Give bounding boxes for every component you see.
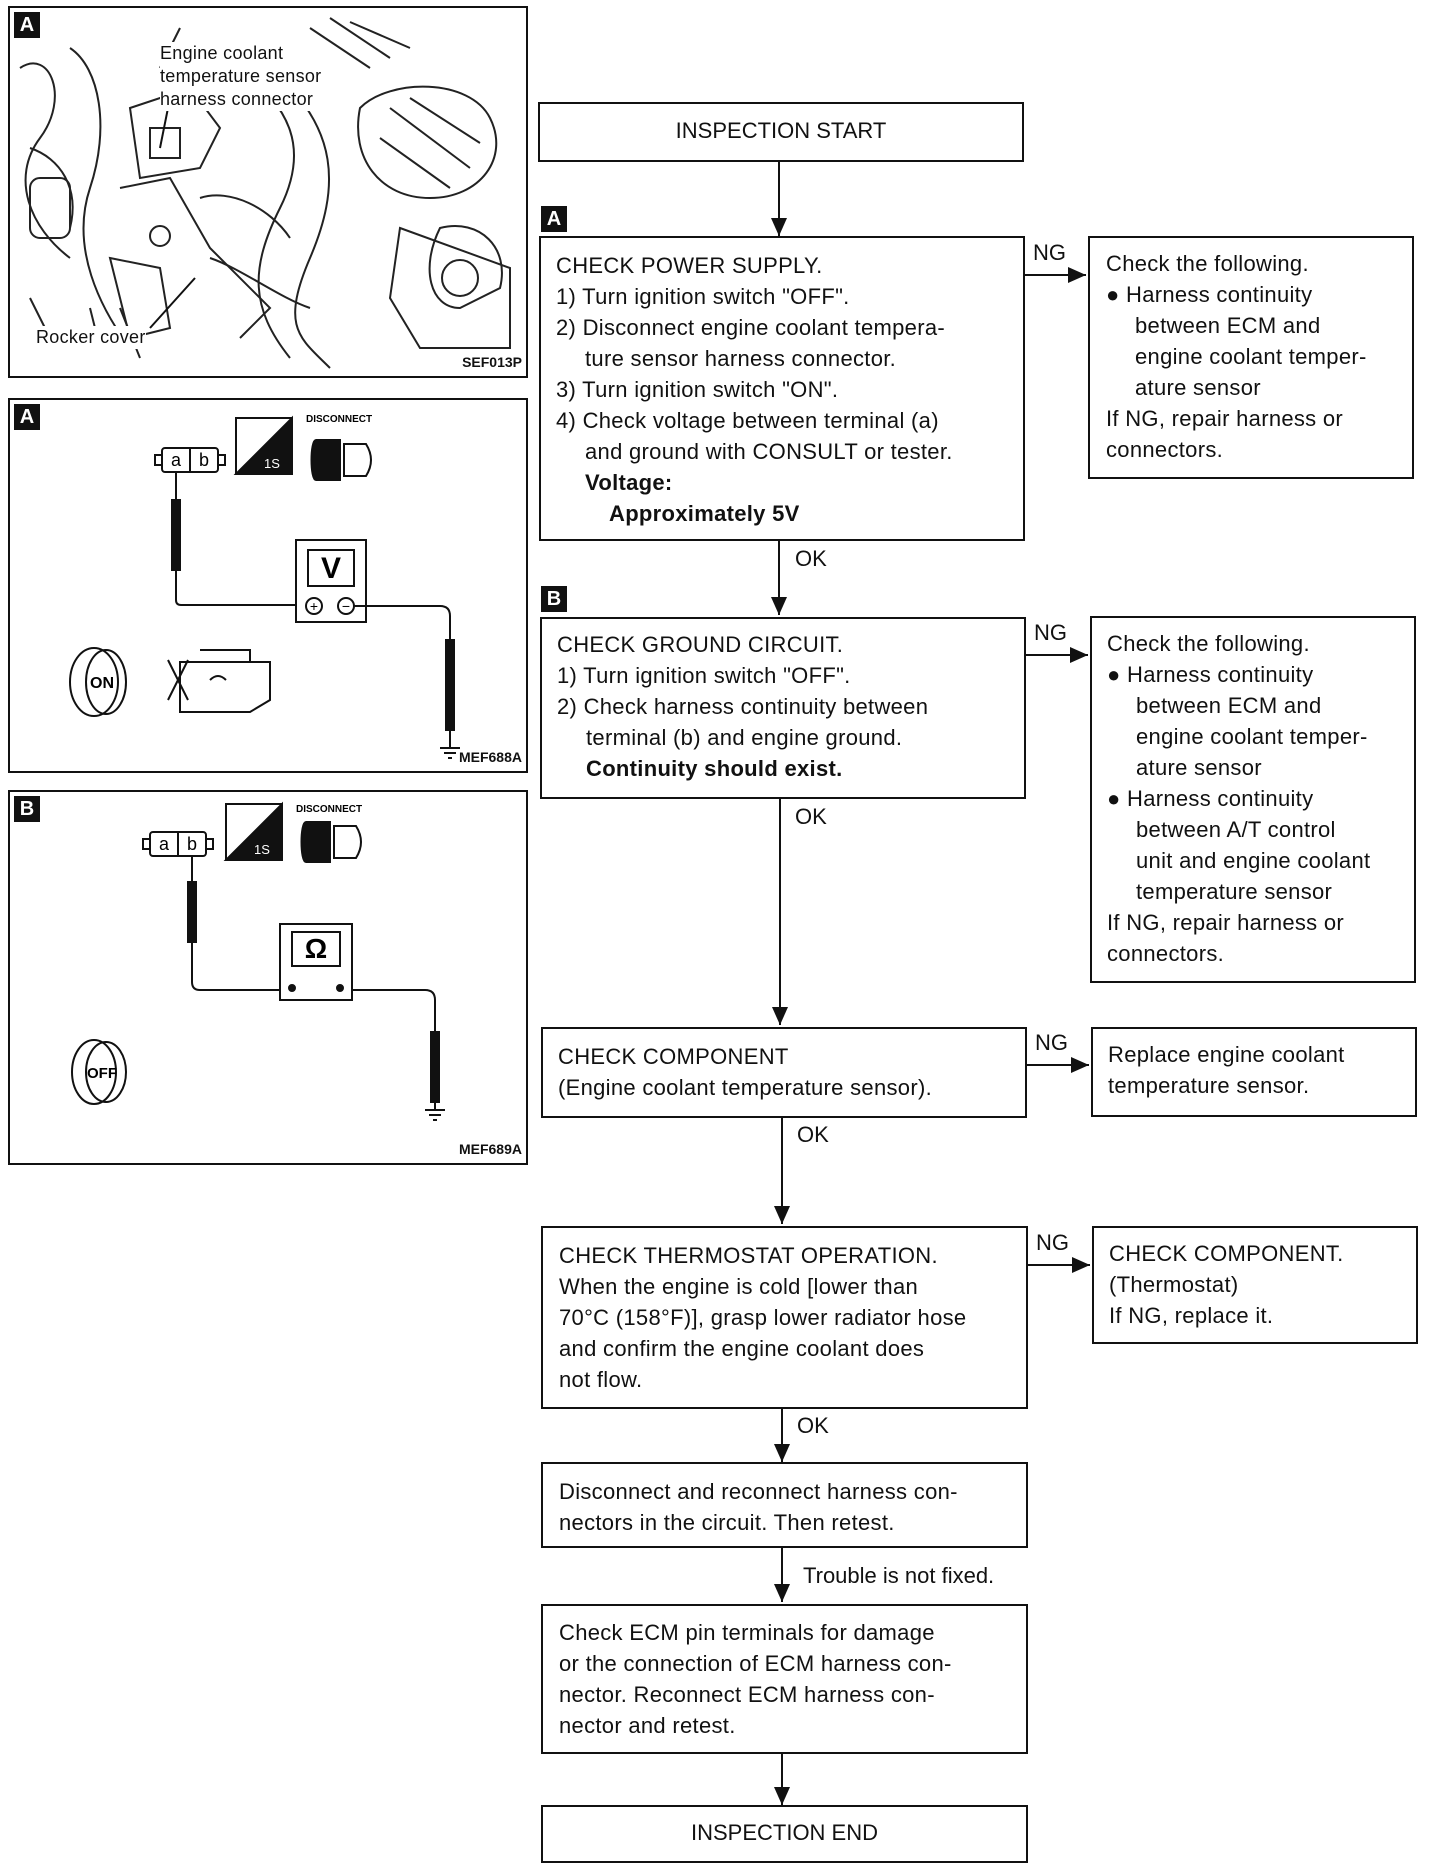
consult-icon-label: 1S — [254, 842, 270, 857]
inspection-start-label: INSPECTION START — [675, 118, 887, 143]
terminal-b-label: b — [199, 450, 209, 470]
trouble-not-fixed-label: Trouble is not fixed. — [803, 1563, 995, 1588]
thermostat-ng-text: CHECK COMPONENT. (Thermostat) If NG, rep… — [1109, 1241, 1344, 1328]
minus-terminal-label: − — [342, 598, 350, 614]
figure-code: MEF688A — [458, 749, 522, 765]
power-ng-box: Check the following. ● Harness continuit… — [1088, 236, 1414, 479]
ground-ng-text: Check the following. ● Harness continuit… — [1107, 631, 1371, 966]
thermostat-ng-tag: NG — [1036, 1230, 1069, 1255]
ground-ok-tag: OK — [795, 804, 827, 829]
component-text: CHECK COMPONENT (Engine coolant temperat… — [558, 1044, 932, 1100]
component-ng-text: Replace engine coolant temperature senso… — [1108, 1042, 1345, 1098]
step-b-label: B — [541, 586, 567, 612]
check-ecm-box: Check ECM pin terminals for damage or th… — [541, 1604, 1028, 1754]
check-ground-circuit-box: CHECK GROUND CIRCUIT. 1) Turn ignition s… — [540, 617, 1026, 799]
ohm-wiring-diagram: a b Ω 1S DISCONNECT OFF — [71, 801, 445, 1121]
engine-photo-panel: A Engine coolant temperature sensor harn… — [8, 6, 528, 378]
voltage-wiring-diagram: a b V + − 1S DISCONNECT ON — [69, 414, 460, 759]
ecm-text: Check ECM pin terminals for damage or th… — [559, 1620, 952, 1738]
terminal-a-label: a — [171, 450, 182, 470]
component-ok-tag: OK — [797, 1122, 829, 1147]
panel-label-a: A — [14, 404, 40, 430]
voltmeter-symbol: V — [321, 552, 341, 585]
thermostat-text: CHECK THERMOSTAT OPERATION. When the eng… — [559, 1243, 967, 1392]
thermostat-ok-tag: OK — [797, 1413, 829, 1438]
reconnect-harness-box: Disconnect and reconnect harness con- ne… — [541, 1462, 1028, 1548]
inspection-end-box: INSPECTION END — [541, 1805, 1028, 1863]
power-ng-text: Check the following. ● Harness continuit… — [1106, 251, 1367, 462]
voltage-check-panel: A — [8, 398, 528, 773]
ground-check-panel: B a b Ω 1S — [8, 790, 528, 1165]
panel-label-a: A — [14, 12, 40, 38]
power-supply-text: CHECK POWER SUPPLY. 1) Turn ignition swi… — [556, 253, 953, 526]
check-component-box: CHECK COMPONENT (Engine coolant temperat… — [541, 1027, 1027, 1118]
figure-code: SEF013P — [462, 354, 522, 370]
reconnect-text: Disconnect and reconnect harness con- ne… — [559, 1479, 958, 1535]
consult-icon-label: 1S — [264, 456, 280, 471]
check-thermostat-box: CHECK THERMOSTAT OPERATION. When the eng… — [541, 1226, 1028, 1409]
inspection-end-label: INSPECTION END — [690, 1820, 879, 1845]
terminal-a-label: a — [159, 834, 170, 854]
step-a-label: A — [541, 206, 567, 232]
disconnect-label: DISCONNECT — [306, 414, 372, 425]
plus-terminal-label: + — [310, 598, 318, 614]
panel-label-b: B — [14, 796, 40, 822]
disconnect-label: DISCONNECT — [296, 804, 362, 815]
ignition-on-label: ON — [90, 675, 114, 692]
inspection-start-box: INSPECTION START — [538, 102, 1024, 162]
ground-ng-tag: NG — [1034, 620, 1067, 645]
ignition-off-label: OFF — [87, 1065, 117, 1082]
check-power-supply-box: CHECK POWER SUPPLY. 1) Turn ignition swi… — [539, 236, 1025, 541]
rocker-cover-label: Rocker cover — [36, 326, 146, 349]
ground-ng-box: Check the following. ● Harness continuit… — [1090, 616, 1416, 983]
component-ng-tag: NG — [1035, 1030, 1068, 1055]
ohmmeter-symbol: Ω — [305, 933, 327, 964]
ground-circuit-text: CHECK GROUND CIRCUIT. 1) Turn ignition s… — [557, 632, 929, 781]
power-ok-tag: OK — [795, 546, 827, 571]
terminal-b-label: b — [187, 834, 197, 854]
figure-code: MEF689A — [458, 1141, 522, 1157]
power-ng-tag: NG — [1033, 240, 1066, 265]
thermostat-ng-box: CHECK COMPONENT. (Thermostat) If NG, rep… — [1092, 1226, 1418, 1344]
component-ng-box: Replace engine coolant temperature senso… — [1091, 1027, 1417, 1117]
engine-coolant-callout: Engine coolant temperature sensor harnes… — [160, 42, 322, 111]
